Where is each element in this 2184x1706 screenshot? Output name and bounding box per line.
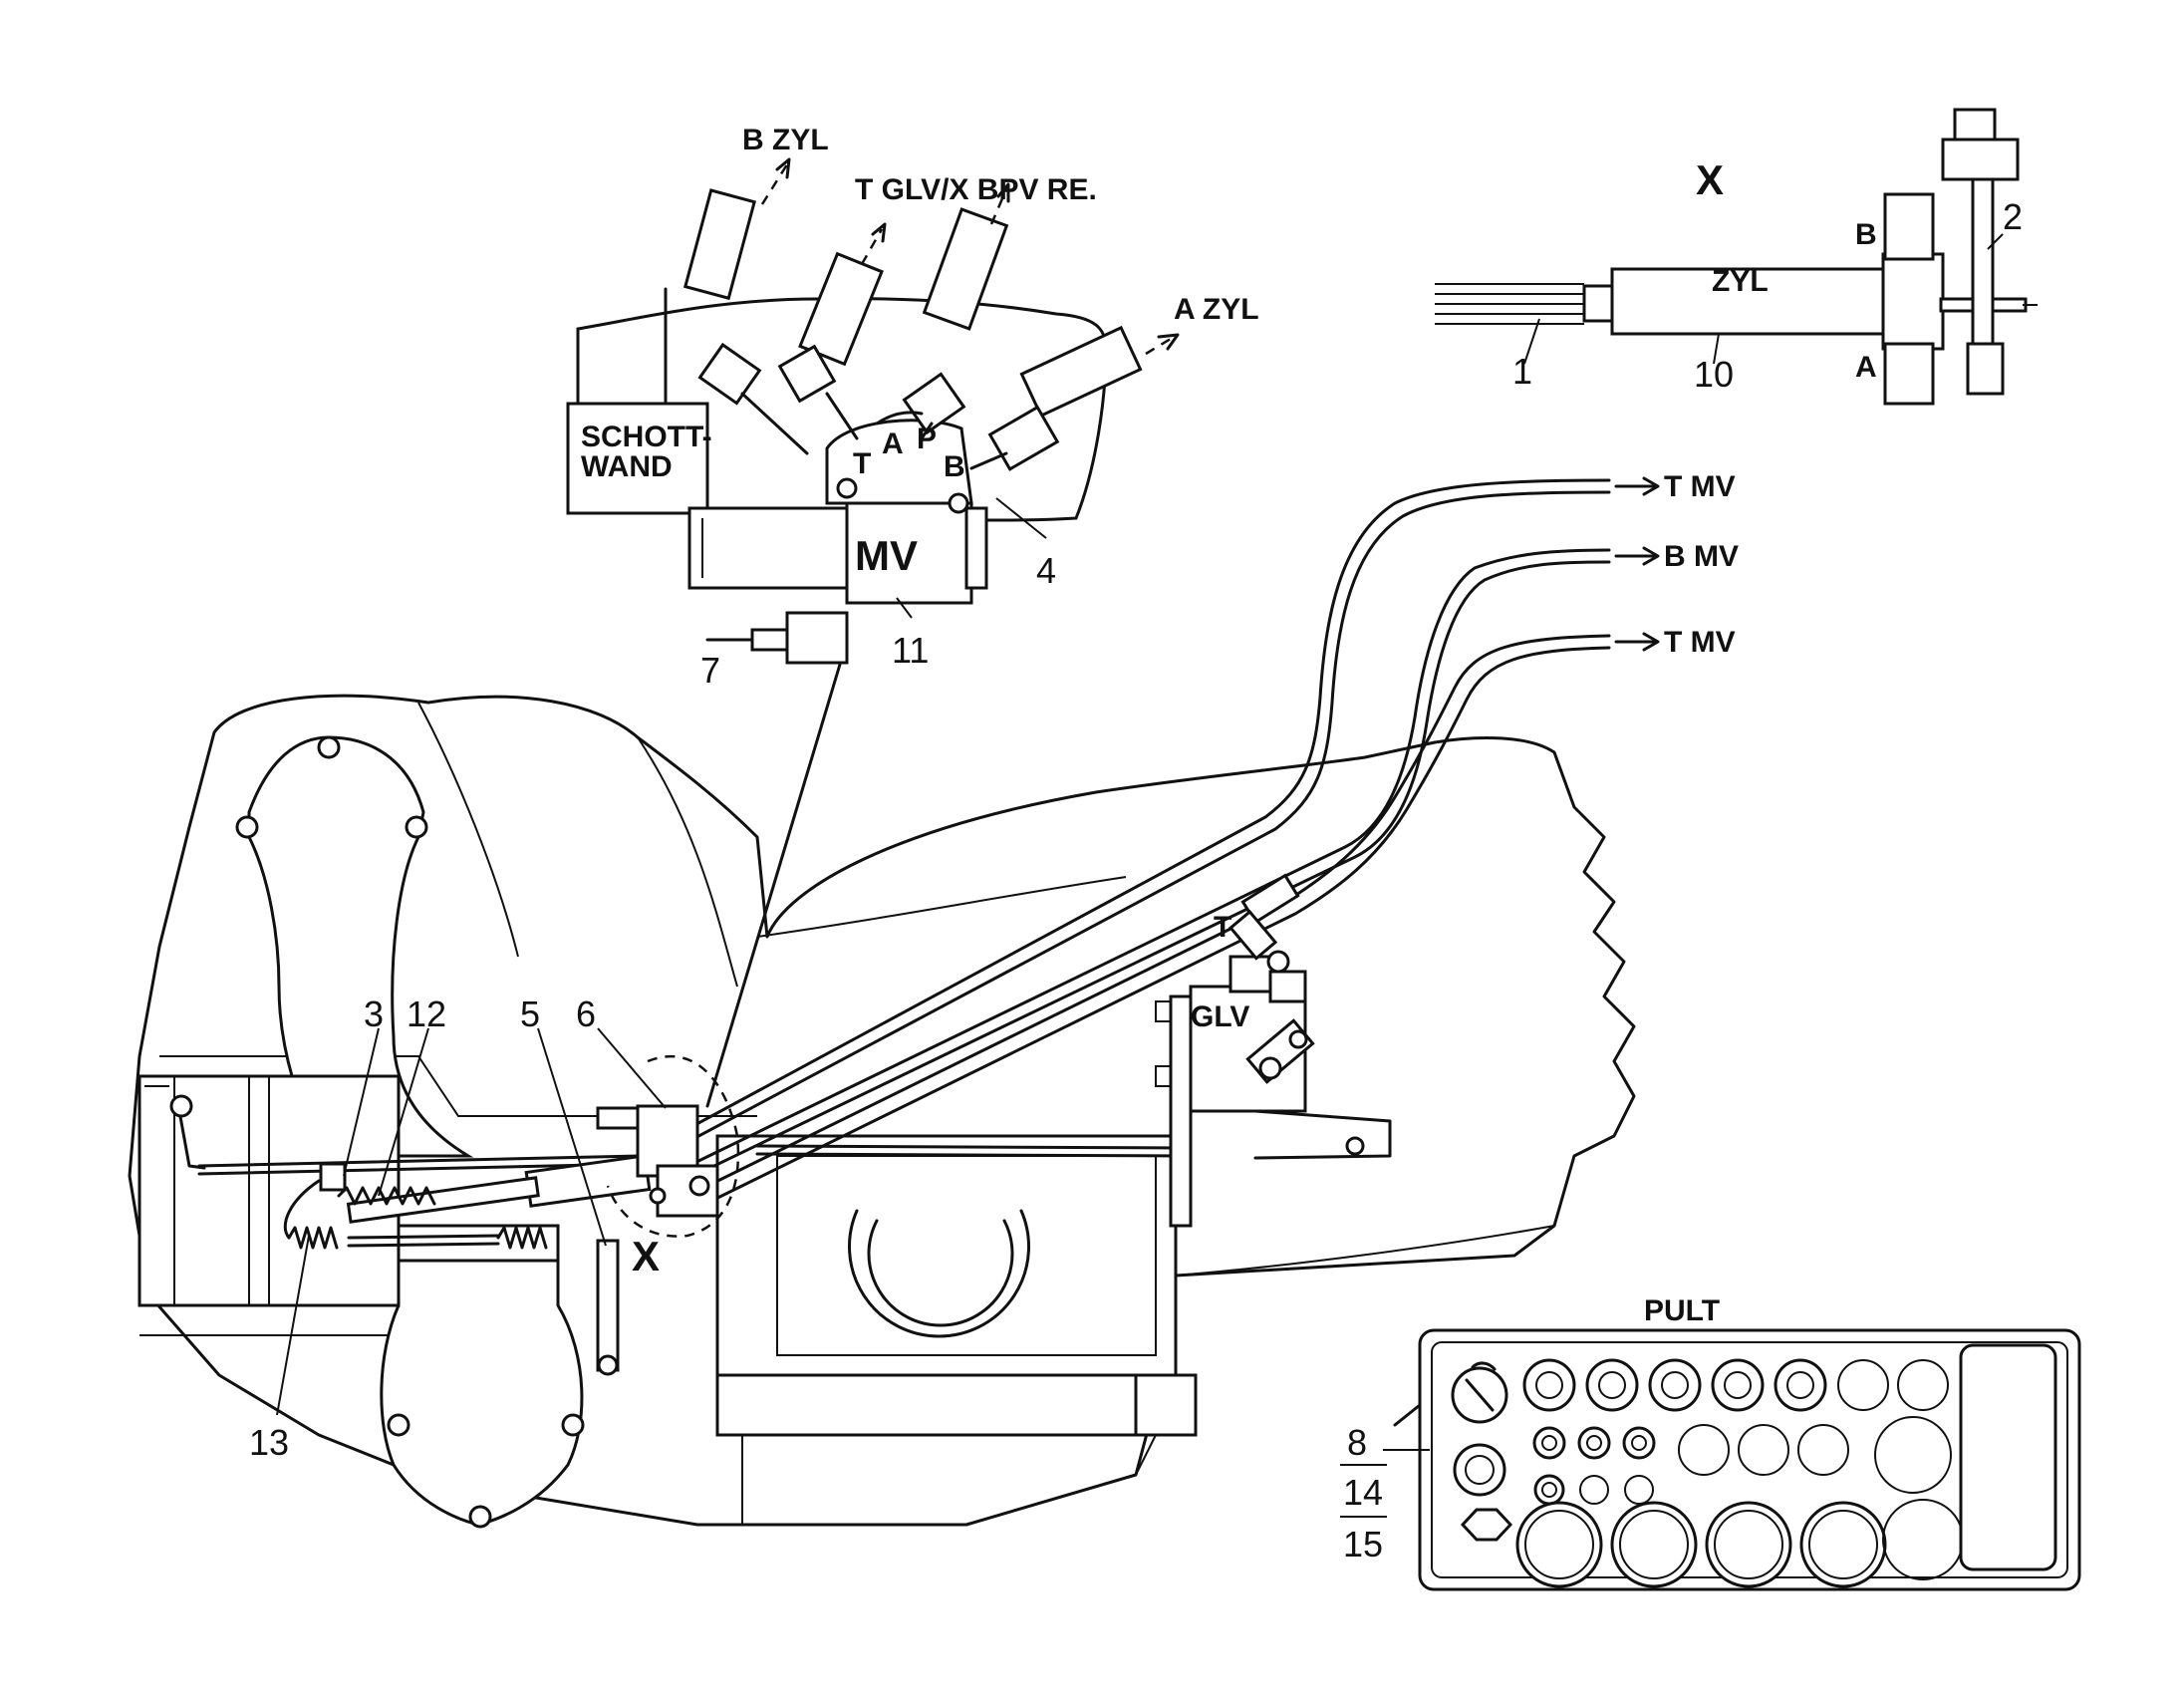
callout-1: 1 [1512,351,1532,392]
glv-valve [1155,909,1392,1228]
callout-10: 10 [1694,354,1734,395]
control-cable [705,656,844,1108]
manifold-upper [235,735,474,1158]
label-b-zyl: B ZYL [742,124,829,156]
label-detail-a: A [1855,351,1877,384]
label-detail-x: X [1696,156,1724,203]
callout-6: 6 [576,994,596,1034]
label-mv: MV [855,532,918,579]
manifold-lower [380,1224,585,1529]
label-x-marker: X [632,1233,660,1280]
label-a-zyl: A ZYL [1174,293,1259,326]
label-t-glv-x-bpv: T GLV/X BPV RE. [855,173,1097,206]
callout-4: 4 [1036,550,1056,591]
callout-3: 3 [364,994,384,1034]
callout-8: 8 [1347,1422,1367,1463]
label-schott: SCHOTT- [581,421,712,453]
label-b-mv: B MV [1664,540,1739,573]
label-port-b: B [944,450,965,483]
label-t-mv-1: T MV [1664,470,1736,503]
callout-leaders [276,233,2004,1451]
label-port-a: A [882,427,904,460]
hydraulic-lines [636,476,1660,1210]
label-wand: WAND [581,450,673,483]
label-port-t: T [853,447,871,480]
callout-15: 15 [1343,1524,1383,1564]
mv-valve-assembly [566,157,1180,665]
callout-12: 12 [407,994,446,1034]
label-glv-t: T [1214,911,1231,944]
callout-7: 7 [700,650,720,691]
central-housing [715,1134,1198,1525]
detail-x-cylinder [1435,108,2038,406]
callout-5: 5 [520,994,540,1034]
label-detail-b: B [1855,218,1877,251]
label-zyl: ZYL [1712,265,1769,298]
callout-14: 14 [1343,1472,1383,1513]
linkage-assembly [169,1054,1188,1376]
callout-2: 2 [2003,196,2023,237]
label-t-mv-2: T MV [1664,626,1736,659]
callout-11: 11 [892,630,929,671]
label-pult: PULT [1644,1294,1720,1327]
label-glv: GLV [1191,1000,1249,1033]
callout-13: 13 [249,1422,289,1463]
control-panel-pult [1393,1328,2081,1591]
label-port-p: P [917,423,937,455]
